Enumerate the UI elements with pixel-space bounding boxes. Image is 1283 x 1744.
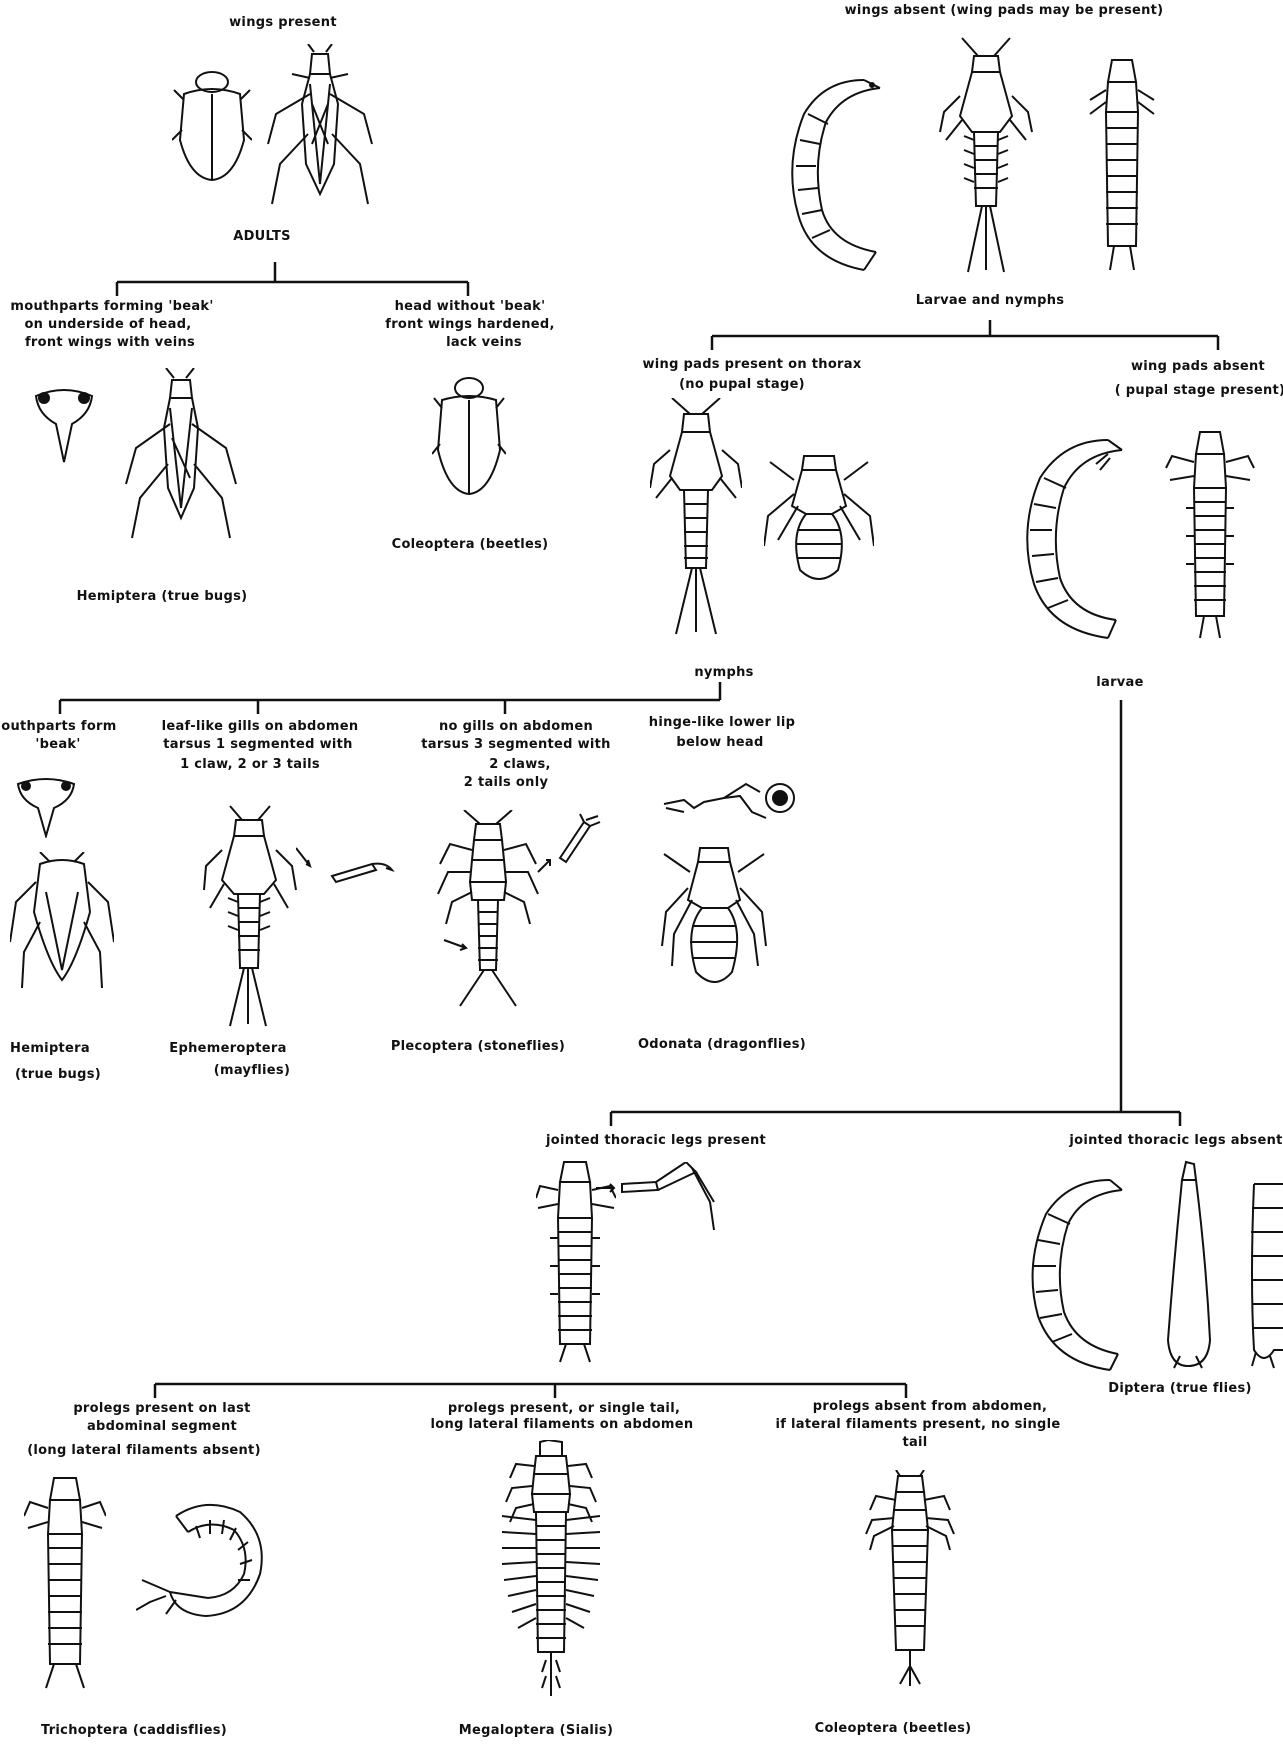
prolegs-last-label-line1: prolegs present on last xyxy=(73,1400,250,1417)
mayfly-tarsus-claw-icon xyxy=(296,846,396,890)
legs-present-label: jointed thoracic legs present xyxy=(546,1132,766,1149)
wings-absent-label: wings absent (wing pads may be present) xyxy=(845,2,1164,19)
nymphs-label: nymphs xyxy=(694,664,753,681)
hemiptera-nymph-icon xyxy=(10,852,114,992)
hemiptera-label-line2: (true bugs) xyxy=(15,1066,101,1083)
wing-pads-present-label-line2: (no pupal stage) xyxy=(679,376,805,393)
leaf-like-gills-label-line1: leaf-like gills on abdomen xyxy=(162,718,359,735)
adults-label: ADULTS xyxy=(233,228,291,245)
hemiptera-label-line1: Hemiptera xyxy=(10,1040,90,1057)
coleoptera-beetles-label: Coleoptera (beetles) xyxy=(392,536,549,553)
wing-pads-absent-label-line2: ( pupal stage present) xyxy=(1115,382,1283,399)
dragonfly-lower-lip-icon xyxy=(660,778,810,824)
prolegs-absent-label-line2: if lateral filaments present, no single xyxy=(776,1416,1061,1433)
beak-label-line2: on underside of head, xyxy=(24,316,191,333)
leaf-like-gills-label-line2: tarsus 1 segmented with xyxy=(163,736,352,753)
dragonfly-nymph-icon xyxy=(764,450,874,590)
ephemeroptera-label-line1: Ephemeroptera xyxy=(169,1040,286,1057)
prolegs-single-tail-label-line1: prolegs present, or single tail, xyxy=(448,1400,680,1417)
diptera-segmented-larva-icon xyxy=(1248,1180,1283,1370)
no-gills-label-line4: 2 tails only xyxy=(464,774,548,791)
no-beak-label-line3: lack veins xyxy=(446,334,522,351)
prolegs-absent-label-line1: prolegs absent from abdomen, xyxy=(813,1398,1047,1415)
coleoptera-larva-icon xyxy=(860,1470,960,1688)
plecoptera-label: Plecoptera (stoneflies) xyxy=(391,1038,565,1055)
prolegs-absent-label-line3: tail xyxy=(902,1434,927,1451)
mouthparts-beak-label-line2: 'beak' xyxy=(35,736,80,753)
beetle-adult-icon xyxy=(172,60,252,184)
trichoptera-larva-icon xyxy=(24,1474,106,1690)
coleoptera-adult-icon xyxy=(432,368,506,496)
hinge-lower-lip-label-line1: hinge-like lower lip xyxy=(649,714,795,731)
prolegs-single-tail-label-line2: long lateral filaments on abdomen xyxy=(431,1416,694,1433)
beak-label-line3: front wings with veins xyxy=(25,334,195,351)
no-beak-label-line1: head without 'beak' xyxy=(395,298,546,315)
beak-label-line1: mouthparts forming 'beak' xyxy=(10,298,213,315)
beak-head-icon xyxy=(32,384,96,464)
megaloptera-larva-icon xyxy=(496,1440,606,1700)
wings-present-label: wings present xyxy=(229,14,337,31)
hemiptera-true-bugs-label: Hemiptera (true bugs) xyxy=(77,588,248,605)
odonata-nymph-icon xyxy=(660,842,770,998)
diptera-curled-larva-icon xyxy=(1018,1174,1134,1374)
diptera-straight-larva-icon xyxy=(1160,1160,1216,1370)
wing-pads-absent-label-line1: wing pads absent xyxy=(1131,358,1265,375)
no-gills-label-line1: no gills on abdomen xyxy=(439,718,593,735)
ephemeroptera-label-line2: (mayflies) xyxy=(214,1062,290,1079)
hemiptera-adult-icon xyxy=(120,368,242,544)
no-gills-label-line3: 2 claws, xyxy=(489,756,551,773)
larva-segmented-icon xyxy=(1164,428,1256,642)
prolegs-last-label-line2: abdominal segment xyxy=(87,1418,237,1435)
no-gills-label-line2: tarsus 3 segmented with xyxy=(421,736,610,753)
odonata-label: Odonata (dragonflies) xyxy=(638,1036,806,1053)
diptera-label: Diptera (true flies) xyxy=(1108,1380,1252,1397)
beak-head-nymph-icon xyxy=(16,774,76,838)
ephemeroptera-nymph-icon xyxy=(200,804,300,1028)
curled-larva-icon xyxy=(784,74,894,274)
larvae-and-nymphs-label: Larvae and nymphs xyxy=(916,292,1065,309)
larvae-label: larvae xyxy=(1096,674,1144,691)
mayfly-nymph-icon xyxy=(938,36,1034,276)
stonefly-tarsus-claws-icon xyxy=(530,810,610,900)
caddisfly-larva-curled-icon xyxy=(1016,434,1132,644)
prolegs-last-label-line3: (long lateral filaments absent) xyxy=(27,1442,261,1459)
trichoptera-label: Trichoptera (caddisflies) xyxy=(41,1722,227,1739)
caddisfly-curled-larva-icon xyxy=(136,1496,270,1620)
wing-pads-present-label-line1: wing pads present on thorax xyxy=(642,356,861,373)
thoracic-leg-detail-icon xyxy=(596,1162,720,1232)
megaloptera-label: Megaloptera (Sialis) xyxy=(459,1722,613,1739)
beetle-larva-icon xyxy=(1086,56,1158,274)
no-beak-label-line2: front wings hardened, xyxy=(385,316,554,333)
mayfly-nymph-wingpads-icon xyxy=(650,398,742,636)
legs-absent-label: jointed thoracic legs absent xyxy=(1069,1132,1282,1149)
leaf-like-gills-label-line3: 1 claw, 2 or 3 tails xyxy=(180,756,320,773)
mouthparts-beak-label-line1: mouthparts form xyxy=(0,718,117,735)
water-bug-adult-icon xyxy=(262,44,378,224)
coleoptera-larva-label: Coleoptera (beetles) xyxy=(815,1720,972,1737)
hinge-lower-lip-label-line2: below head xyxy=(676,734,763,751)
